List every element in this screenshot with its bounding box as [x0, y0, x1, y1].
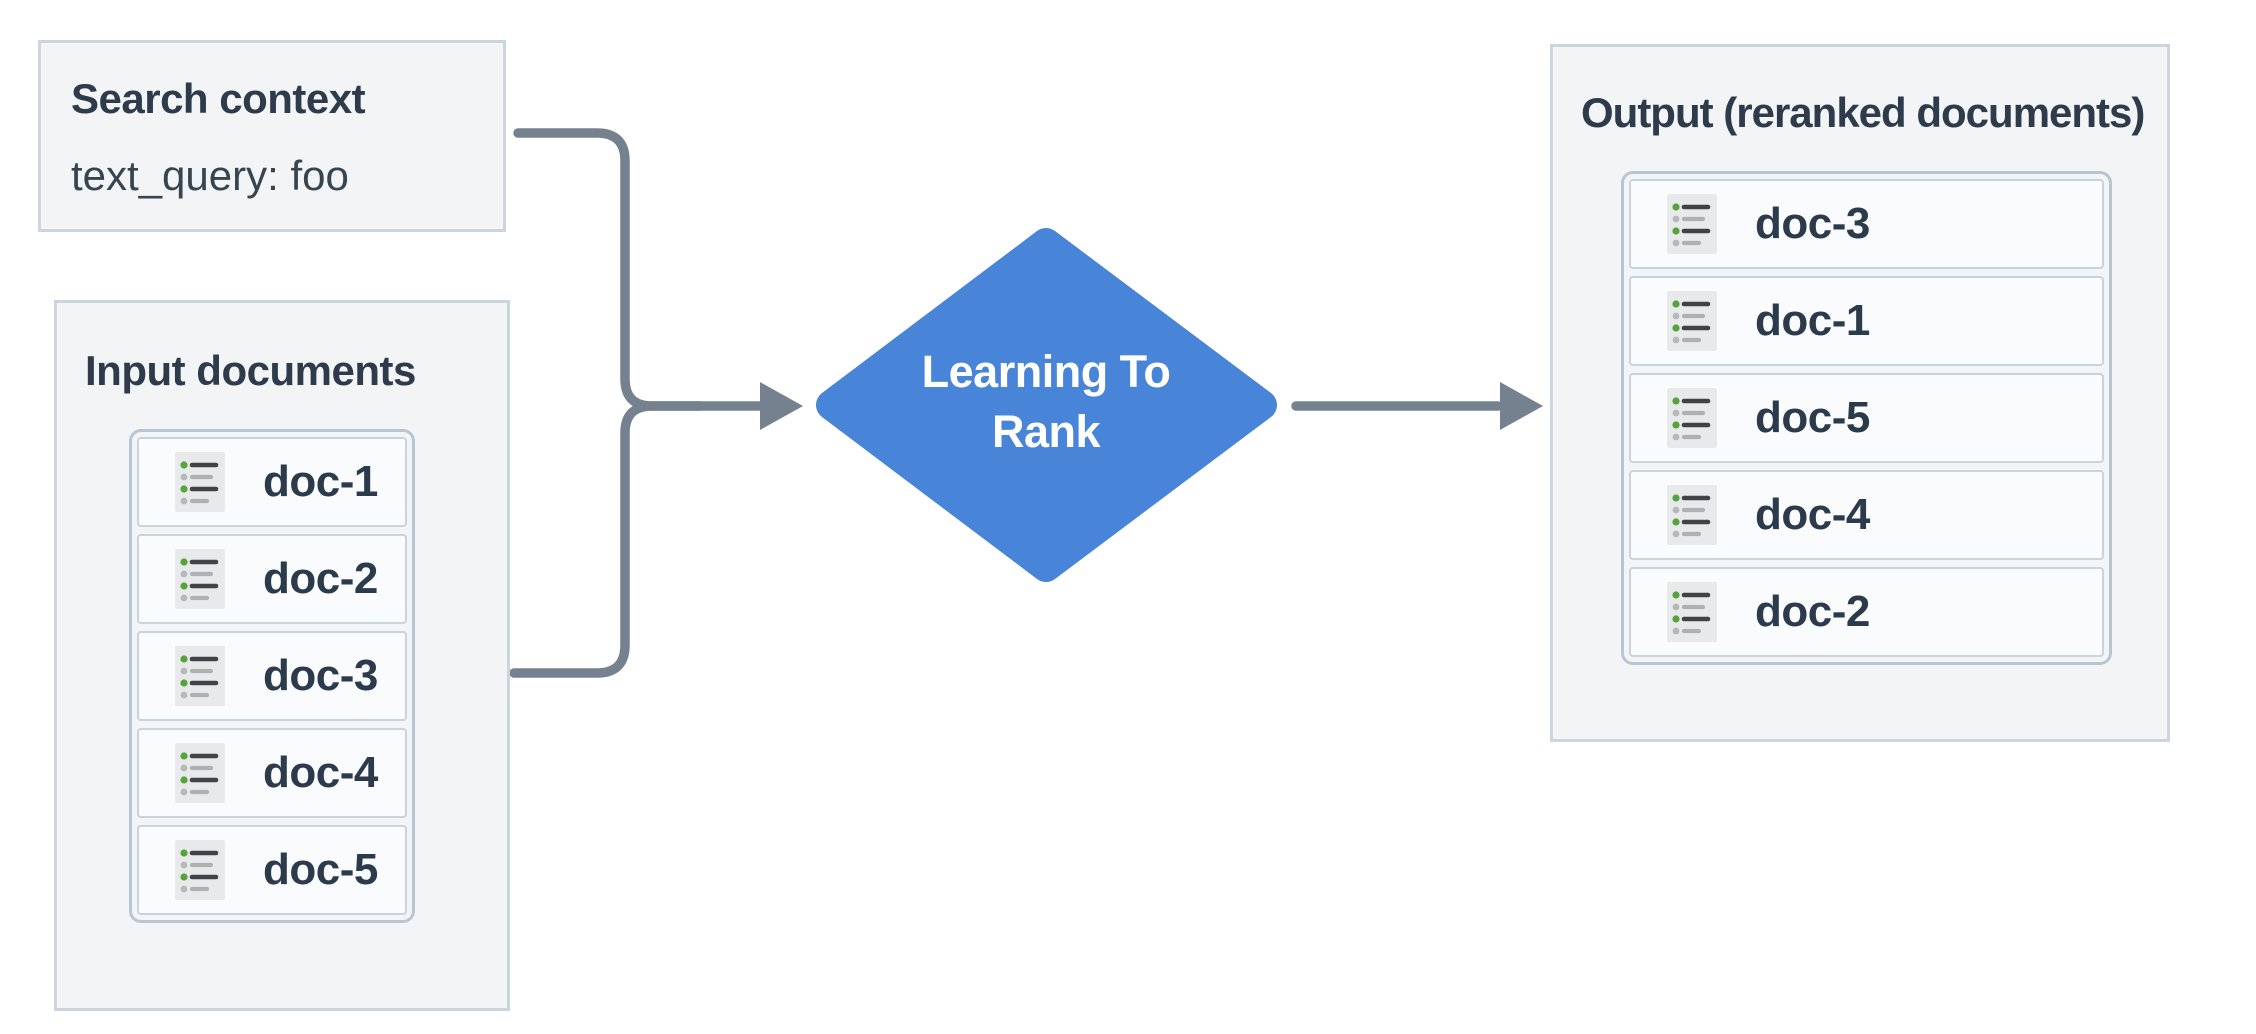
- output-title: Output (reranked documents): [1581, 89, 2145, 136]
- doc-label: doc-2: [1755, 587, 1870, 636]
- learning-to-rank-label-line2: Rank: [991, 406, 1101, 457]
- doc-list-icon: [1667, 485, 1717, 545]
- input-doc-list: doc-1 doc-2: [129, 429, 415, 923]
- doc-list-icon: [1667, 194, 1717, 254]
- doc-list-icon: [175, 646, 225, 706]
- doc-list-icon: [1667, 388, 1717, 448]
- doc-label: doc-1: [1755, 296, 1870, 345]
- learning-to-rank-label: Learning To Rank: [846, 342, 1246, 462]
- doc-row: doc-2: [137, 534, 407, 624]
- arrowhead-into-diamond-icon: [760, 382, 803, 430]
- doc-list-icon: [1667, 582, 1717, 642]
- doc-row: doc-4: [137, 728, 407, 818]
- doc-list-icon: [175, 549, 225, 609]
- input-documents-connector: [509, 401, 705, 678]
- doc-label: doc-3: [263, 651, 378, 700]
- arrowhead-into-output-icon: [1500, 382, 1543, 430]
- search-context-title: Search context: [71, 75, 366, 122]
- doc-label: doc-5: [1755, 393, 1870, 442]
- doc-list-icon: [1667, 291, 1717, 351]
- search-context-connector: [513, 128, 767, 411]
- input-documents-panel: Input documents doc-1: [54, 300, 510, 1011]
- doc-row: doc-1: [137, 437, 407, 527]
- doc-row: doc-5: [1629, 373, 2104, 463]
- doc-row: doc-2: [1629, 567, 2104, 657]
- doc-row: doc-4: [1629, 470, 2104, 560]
- doc-list-icon: [175, 840, 225, 900]
- doc-row: doc-1: [1629, 276, 2104, 366]
- doc-list-icon: [175, 743, 225, 803]
- doc-label: doc-4: [263, 748, 378, 797]
- text-query-value: text_query: foo: [71, 152, 349, 199]
- doc-label: doc-2: [263, 554, 378, 603]
- output-panel: Output (reranked documents) doc-3: [1550, 44, 2170, 742]
- doc-row: doc-3: [137, 631, 407, 721]
- learning-to-rank-diamond: [816, 228, 1277, 582]
- output-doc-list: doc-3 doc-1: [1621, 171, 2112, 665]
- search-context-panel: Search context text_query: foo: [38, 40, 506, 232]
- doc-row: doc-3: [1629, 179, 2104, 269]
- doc-label: doc-1: [263, 457, 378, 506]
- doc-label: doc-3: [1755, 199, 1870, 248]
- doc-list-icon: [175, 452, 225, 512]
- learning-to-rank-label-line1: Learning To: [921, 346, 1171, 397]
- doc-label: doc-4: [1755, 490, 1870, 539]
- doc-row: doc-5: [137, 825, 407, 915]
- input-documents-title: Input documents: [85, 347, 416, 394]
- doc-label: doc-5: [263, 845, 378, 894]
